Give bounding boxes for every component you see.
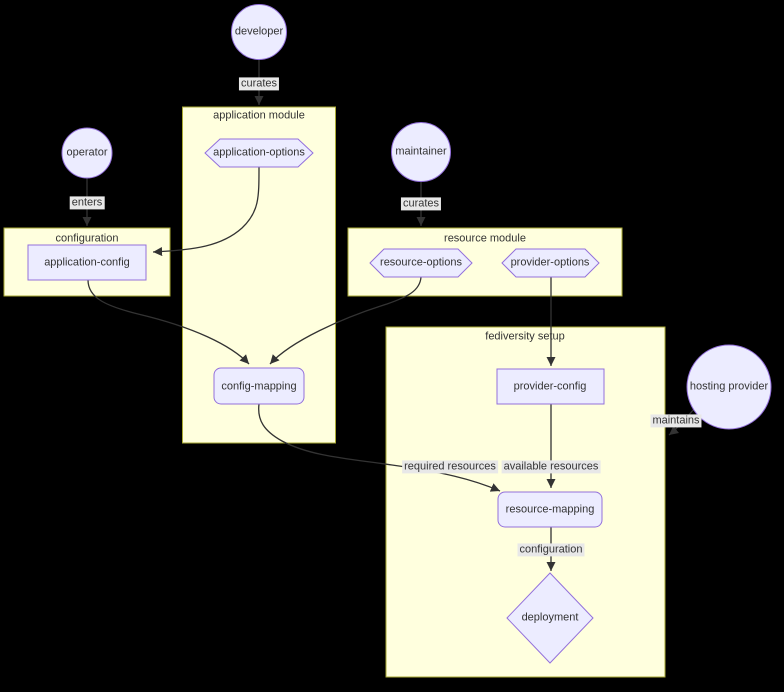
node-maintainer [391,122,451,182]
node-label-resource-mapping: resource-mapping [505,503,595,516]
edge-resource-options-config-mapping [269,276,422,365]
edge-label-maintains: maintains [650,414,702,428]
node-provider-options [501,248,600,278]
node-hosting-provider [686,344,772,430]
node-application-options [204,138,314,168]
edge-label-curates-maintainer: curates [400,197,442,211]
edge-label-curates-developer: curates [238,77,280,91]
node-label-application-options: application-options [213,146,305,159]
node-label-hosting-provider: hosting provider [689,380,769,393]
node-deployment [506,572,594,664]
node-developer [231,4,287,60]
node-label-provider-config: provider-config [513,380,587,393]
edge-application-config-config-mapping [87,279,250,365]
node-operator [61,127,113,179]
node-label-operator: operator [66,146,108,159]
node-resource-options [369,248,473,278]
cluster-title-configuration: configuration [55,232,119,245]
node-label-config-mapping: config-mapping [221,380,297,393]
node-resource-mapping [497,491,603,528]
cluster-title-resource-module: resource module [444,232,526,245]
edge-label-enters: enters [69,196,105,210]
edge-label-available-resources: available resources [501,460,601,474]
cluster-title-fediversity-setup: fediversity setup [485,330,565,343]
node-config-mapping [213,367,305,405]
node-label-resource-options: resource-options [380,256,462,269]
node-label-deployment: deployment [521,611,579,624]
edge-label-configuration: configuration [517,543,585,557]
edge-label-required-resources: required resources [402,460,498,474]
node-provider-config [496,368,605,405]
node-label-application-config: application-config [44,256,130,269]
node-label-maintainer: maintainer [395,145,447,158]
edge-application-options-application-config [152,166,260,257]
cluster-title-application-module: application module [213,109,305,122]
node-application-config [27,244,147,281]
edge-config-mapping-resource-mapping [258,403,501,492]
node-label-provider-options: provider-options [510,256,590,269]
node-label-developer: developer [234,25,284,38]
